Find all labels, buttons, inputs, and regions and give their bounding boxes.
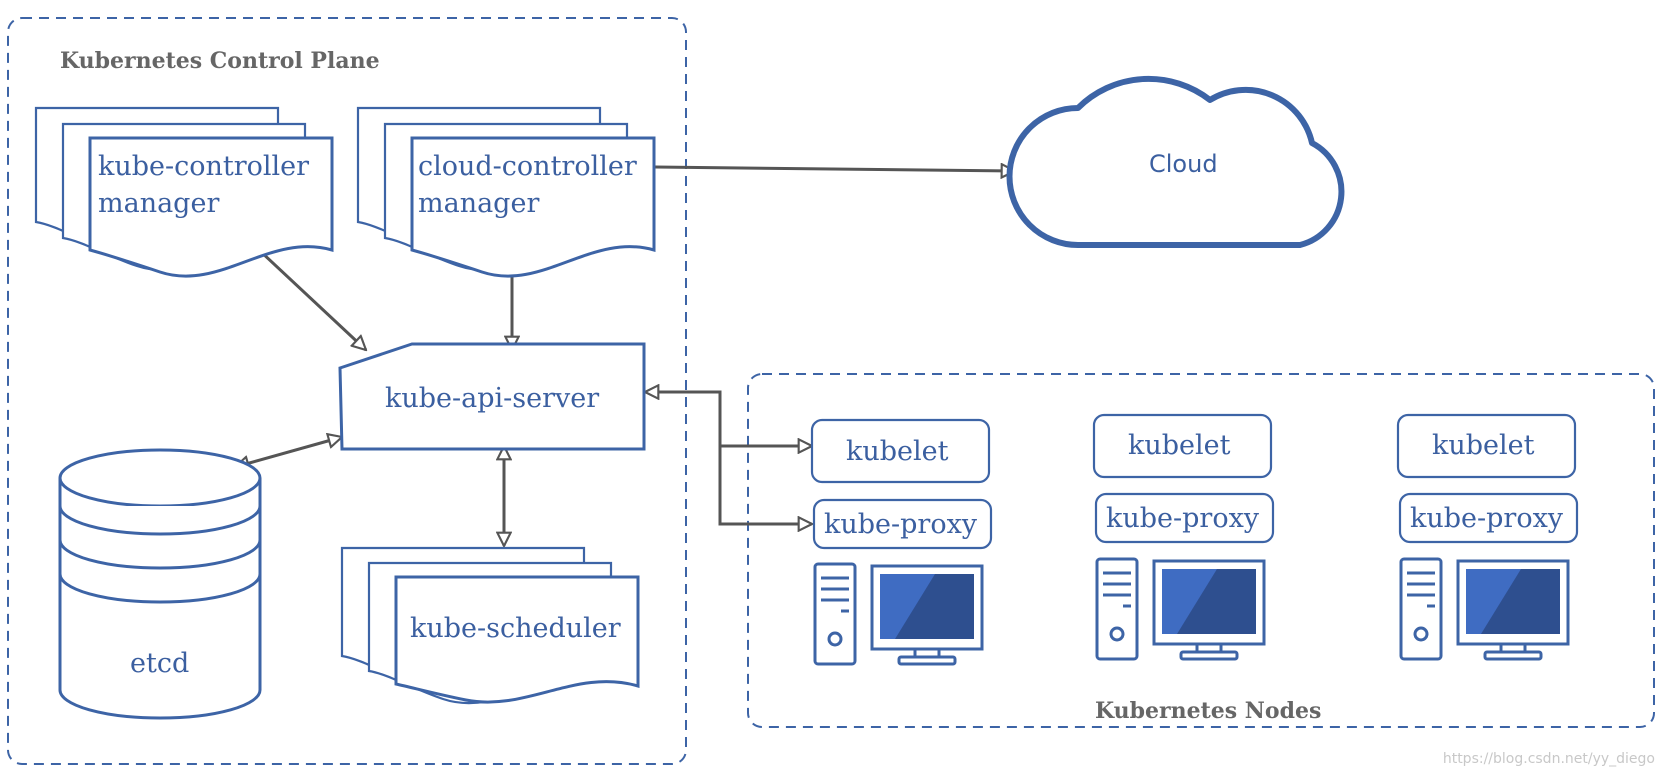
kube-scheduler: kube-scheduler (340, 546, 640, 705)
computer-icon (1399, 557, 1570, 661)
cloud-controller-manager-line2: manager (418, 188, 539, 219)
control-plane-frame (7, 17, 687, 765)
kube-api-server-label: kube-api-server (385, 383, 599, 414)
control-plane-title: Kubernetes Control Plane (60, 48, 380, 74)
kube-proxy-label: kube-proxy (1410, 503, 1564, 534)
kubelet-label: kubelet (1432, 430, 1535, 461)
kubelet-box (1396, 413, 1577, 479)
kube-controller-manager-line1: kube-controller (98, 151, 309, 182)
watermark: https://blog.csdn.net/yy_diego (1443, 751, 1655, 767)
connector-api-kube-proxy (718, 446, 812, 524)
nodes-title: Kubernetes Nodes (1095, 698, 1321, 724)
cloud: Cloud (1006, 75, 1345, 248)
node-3: kubelet kube-proxy (1396, 413, 1579, 661)
cloud-label: Cloud (1149, 150, 1218, 178)
kube-proxy-box (812, 498, 993, 550)
kube-proxy-label: kube-proxy (824, 509, 978, 540)
kube-api-server: kube-api-server (338, 342, 646, 451)
kube-controller-manager-line2: manager (98, 188, 219, 219)
connector-api-kubelet (645, 392, 812, 446)
nodes-frame (747, 373, 1655, 728)
kubelet-label: kubelet (1128, 430, 1231, 461)
computer-icon (1095, 557, 1266, 661)
etcd-database: etcd (58, 448, 262, 720)
kube-proxy-label: kube-proxy (1106, 503, 1260, 534)
etcd-label: etcd (130, 648, 189, 679)
node-2: kubelet kube-proxy (1092, 413, 1275, 661)
node-1: kubelet kube-proxy (810, 418, 993, 666)
kubelet-label: kubelet (846, 436, 949, 467)
kube-proxy-box (1398, 492, 1579, 544)
computer-icon (813, 562, 984, 666)
kube-proxy-box (1094, 492, 1275, 544)
kubelet-box (1092, 413, 1273, 479)
kube-controller-manager: kube-controller manager (34, 106, 334, 278)
connector-cloudcontroller-cloud (654, 167, 1015, 171)
cloud-controller-manager-line1: cloud-controller (418, 151, 637, 182)
kubelet-box (810, 418, 991, 484)
kube-scheduler-label: kube-scheduler (410, 613, 621, 644)
connectors (235, 167, 1015, 546)
connector-etcd-api (235, 437, 342, 467)
cloud-controller-manager: cloud-controller manager (356, 106, 656, 278)
